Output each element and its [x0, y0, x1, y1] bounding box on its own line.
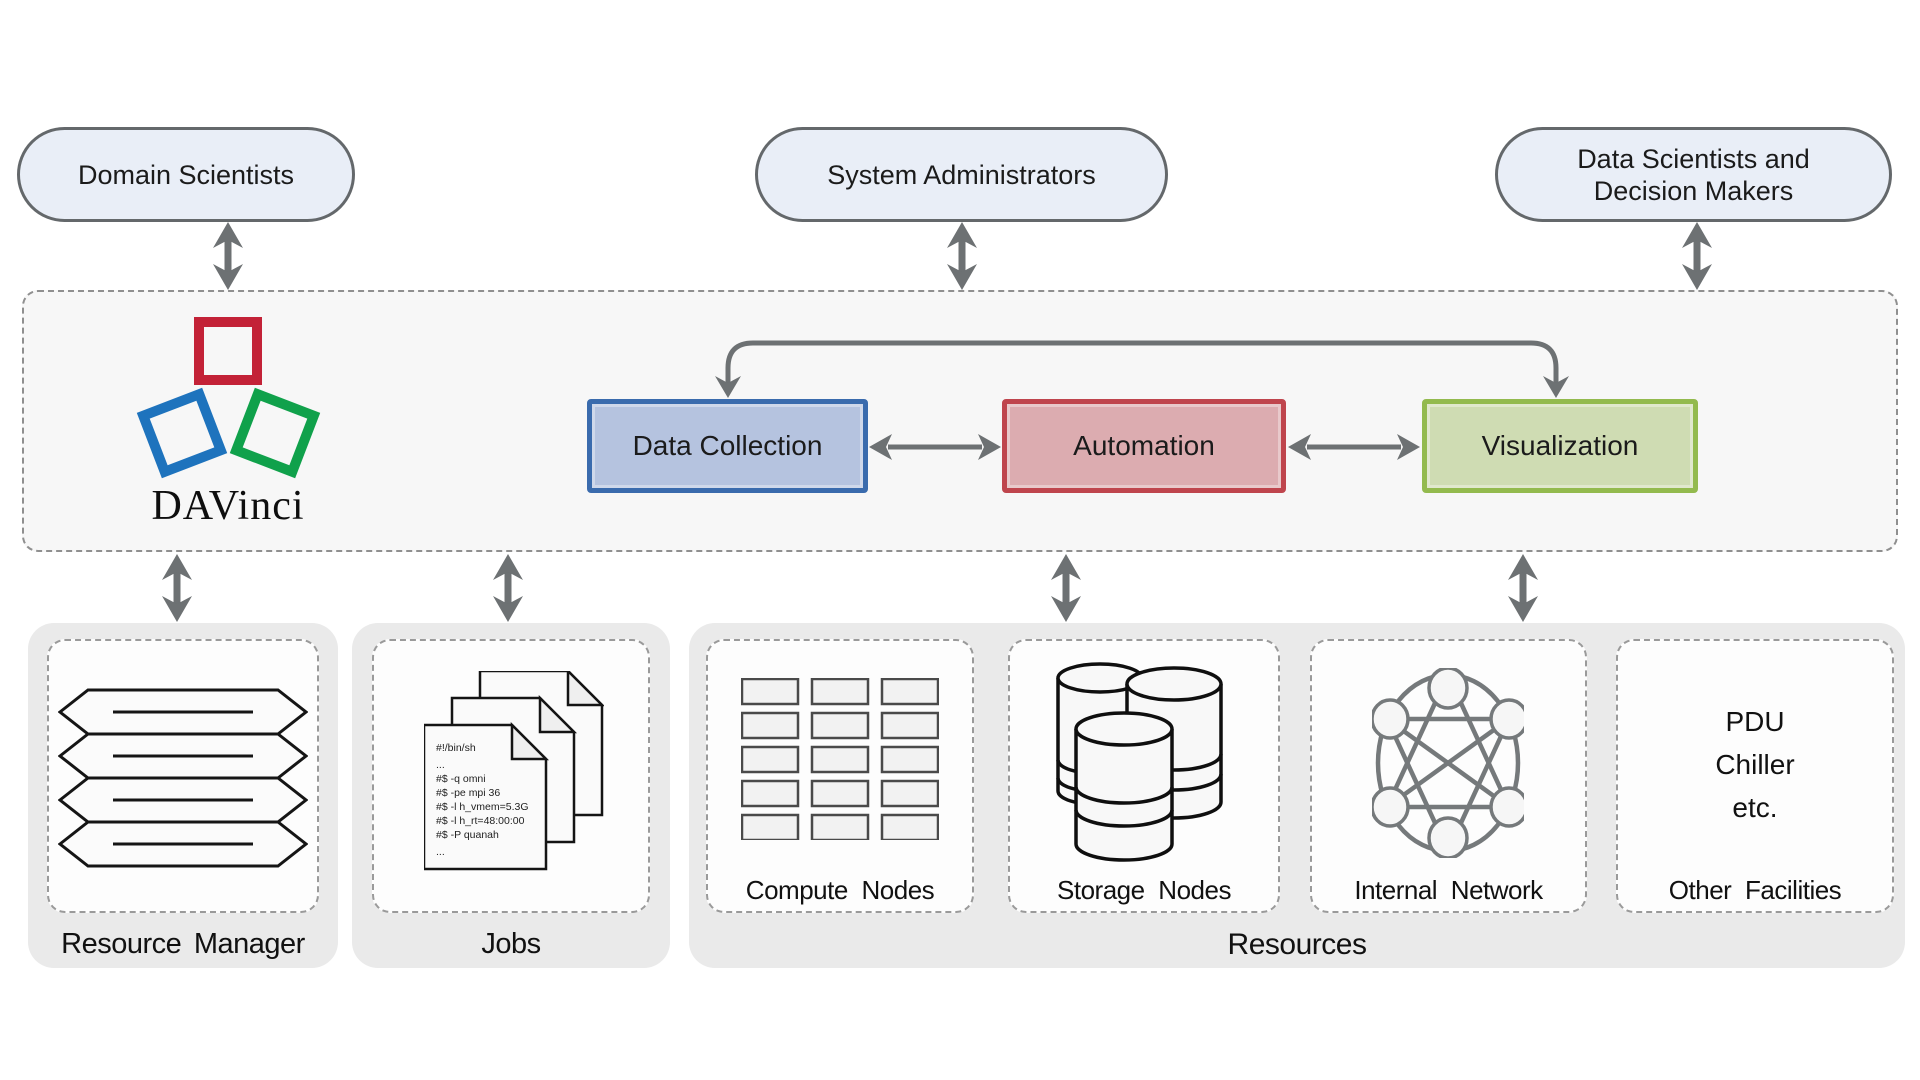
storage-nodes-icon — [1056, 662, 1223, 862]
jobs-script-icon: #!/bin/sh ... #$ -q omni #$ -pe mpi 36 #… — [424, 671, 604, 871]
bidirectional-arrow — [162, 554, 192, 622]
svg-text:#$ -P quanah: #$ -P quanah — [436, 829, 499, 841]
bidirectional-arrow — [1508, 554, 1538, 622]
module-label: Automation — [1073, 430, 1215, 461]
actor-pill-domain-scientists: Domain Scientists — [17, 127, 355, 222]
actor-label: System Administrators — [827, 159, 1096, 190]
bidirectional-arrow — [213, 222, 243, 290]
resources-label: Resources — [1227, 928, 1367, 961]
other-facilities-items: PDU Chiller etc. — [1616, 700, 1894, 829]
svg-text:#!/bin/sh: #!/bin/sh — [436, 742, 476, 754]
compute-nodes-icon — [741, 678, 939, 840]
actor-label: Domain Scientists — [77, 159, 295, 190]
svg-text:#$ -l h_vmem=5.3G: #$ -l h_vmem=5.3G — [436, 801, 529, 813]
other-facilities-box — [1616, 639, 1894, 913]
svg-text:#$ -q omni: #$ -q omni — [436, 773, 486, 785]
bidirectional-arrow — [1051, 554, 1081, 622]
bidirectional-arrow — [947, 222, 977, 290]
bidirectional-arrow — [493, 554, 523, 622]
actor-pill-system-administrators: System Administrators — [755, 127, 1168, 222]
davinci-logo-text: DAVinci — [151, 483, 305, 529]
module-label: Visualization — [1481, 430, 1639, 461]
module-data-collection: Data Collection — [587, 399, 868, 493]
facility-item: Chiller — [1715, 749, 1795, 780]
resource-manager-icon — [58, 688, 308, 868]
resource-manager-label: Resource Manager — [61, 928, 305, 960]
jobs-label: Jobs — [481, 928, 541, 960]
module-label: Data Collection — [632, 430, 823, 461]
facility-item: etc. — [1732, 792, 1778, 823]
svg-text:...: ... — [436, 846, 445, 858]
job-script-text: #!/bin/sh ... #$ -q omni #$ -pe mpi 36 #… — [436, 742, 529, 858]
other-facilities-label: Other Facilities — [1668, 875, 1842, 905]
bidirectional-arrow — [1682, 222, 1712, 290]
svg-text:#$ -pe mpi 36: #$ -pe mpi 36 — [436, 787, 500, 799]
svg-text:...: ... — [436, 759, 445, 771]
module-automation: Automation — [1002, 399, 1286, 493]
svg-text:#$ -l h_rt=48:00:00: #$ -l h_rt=48:00:00 — [436, 815, 525, 827]
actor-pill-data-scientists: Data Scientists and Decision Makers — [1495, 127, 1892, 222]
storage-nodes-label: Storage Nodes — [1057, 875, 1231, 905]
actor-label: Data Scientists and Decision Makers — [1577, 143, 1810, 206]
internal-network-icon — [1372, 668, 1524, 858]
facility-item: PDU — [1725, 706, 1785, 737]
module-visualization: Visualization — [1422, 399, 1698, 493]
compute-nodes-label: Compute Nodes — [745, 875, 935, 905]
internal-network-label: Internal Network — [1354, 875, 1543, 905]
logo-red-square — [194, 317, 262, 385]
